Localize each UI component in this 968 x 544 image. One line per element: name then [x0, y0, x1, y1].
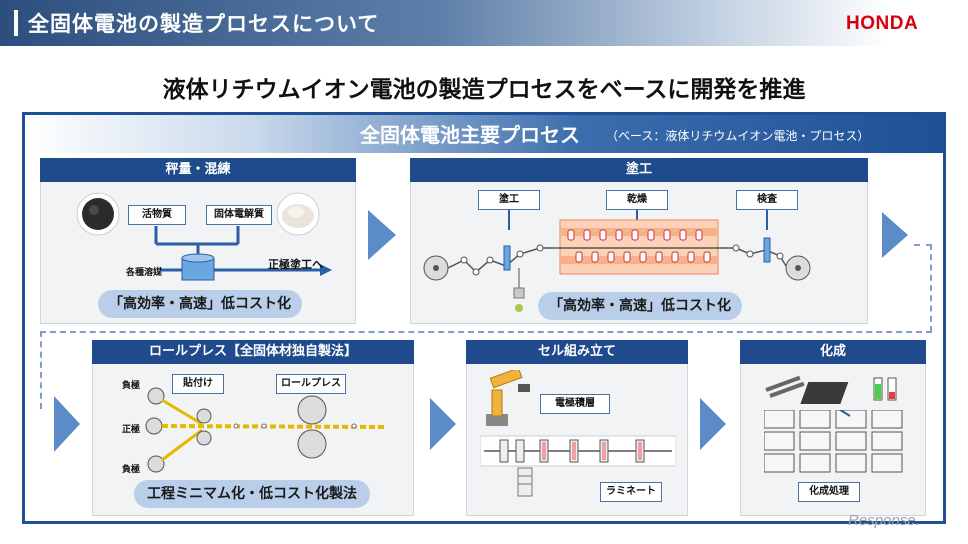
label-negative-top: 負極 [122, 381, 141, 391]
flow-arrow-icon [54, 396, 80, 452]
flow-arrow-icon [882, 212, 908, 258]
label-positive: 正極 [122, 425, 141, 435]
process-frame-header [25, 115, 943, 153]
coating-line-diagram [423, 210, 811, 312]
flow-connector [914, 244, 932, 246]
watermark: Response. [848, 512, 920, 529]
flow-connector [40, 331, 932, 333]
label-negative-bottom: 負極 [122, 465, 141, 475]
tag-dry: 乾燥 [606, 190, 668, 210]
header-bar [0, 0, 968, 46]
tag-active-material: 活物質 [128, 205, 186, 225]
rollpress-line-diagram [145, 387, 386, 473]
flow-arrow-icon [430, 398, 456, 450]
tag-bond: 貼付け [172, 374, 224, 394]
page-subtitle: 液体リチウムイオン電池の製造プロセスをベースに開発を推進 [162, 77, 806, 103]
tag-electrode-stack: 電極積層 [540, 394, 610, 414]
solid-electrolyte-powder-icon [276, 192, 320, 236]
label-to-coating: 正極塗工へ [268, 258, 323, 271]
active-material-powder-icon [76, 192, 120, 236]
panel-weighing-title: 秤量・混練 [40, 158, 356, 182]
tag-solid-electrolyte: 固体電解質 [206, 205, 272, 225]
pill-rollpress: 工程ミニマム化・低コスト化製法 [134, 480, 370, 508]
cells-and-battery-icon [765, 375, 897, 404]
tag-coat: 塗工 [478, 190, 540, 210]
panel-formation-title: 化成 [740, 340, 926, 364]
panel-rollpress-title: ロールプレス【全固体材独自製法】 [92, 340, 414, 364]
process-note: （ベース：液体リチウムイオン電池・プロセス） [606, 129, 870, 143]
pill-coating: 「高効率・高速」低コスト化 [538, 292, 742, 320]
tag-rollpress: ロールプレス [276, 374, 346, 394]
header-accent [14, 10, 18, 36]
panel-assembly-title: セル組み立て [466, 340, 688, 364]
page-title: 全固体電池の製造プロセスについて [28, 12, 380, 36]
honda-logo: HONDA [846, 13, 919, 34]
flow-connector [930, 244, 932, 332]
flow-arrow-icon [368, 210, 396, 260]
tag-inspect: 検査 [736, 190, 798, 210]
flow-connector [40, 331, 42, 409]
tag-laminate: ラミネート [600, 482, 662, 502]
panel-coating-title: 塗工 [410, 158, 868, 182]
mixing-flow-diagram [154, 226, 332, 281]
label-solvent: 各種溶媒 [126, 268, 163, 278]
tag-formation-process: 化成処理 [798, 482, 860, 502]
formation-rack-diagram [764, 410, 903, 473]
pill-weighing: 「高効率・高速」低コスト化 [98, 290, 302, 318]
flow-arrow-icon [700, 398, 726, 450]
assembly-line-diagram [480, 435, 676, 497]
process-title: 全固体電池主要プロセス [360, 123, 580, 147]
robot-arm-icon [486, 370, 530, 426]
